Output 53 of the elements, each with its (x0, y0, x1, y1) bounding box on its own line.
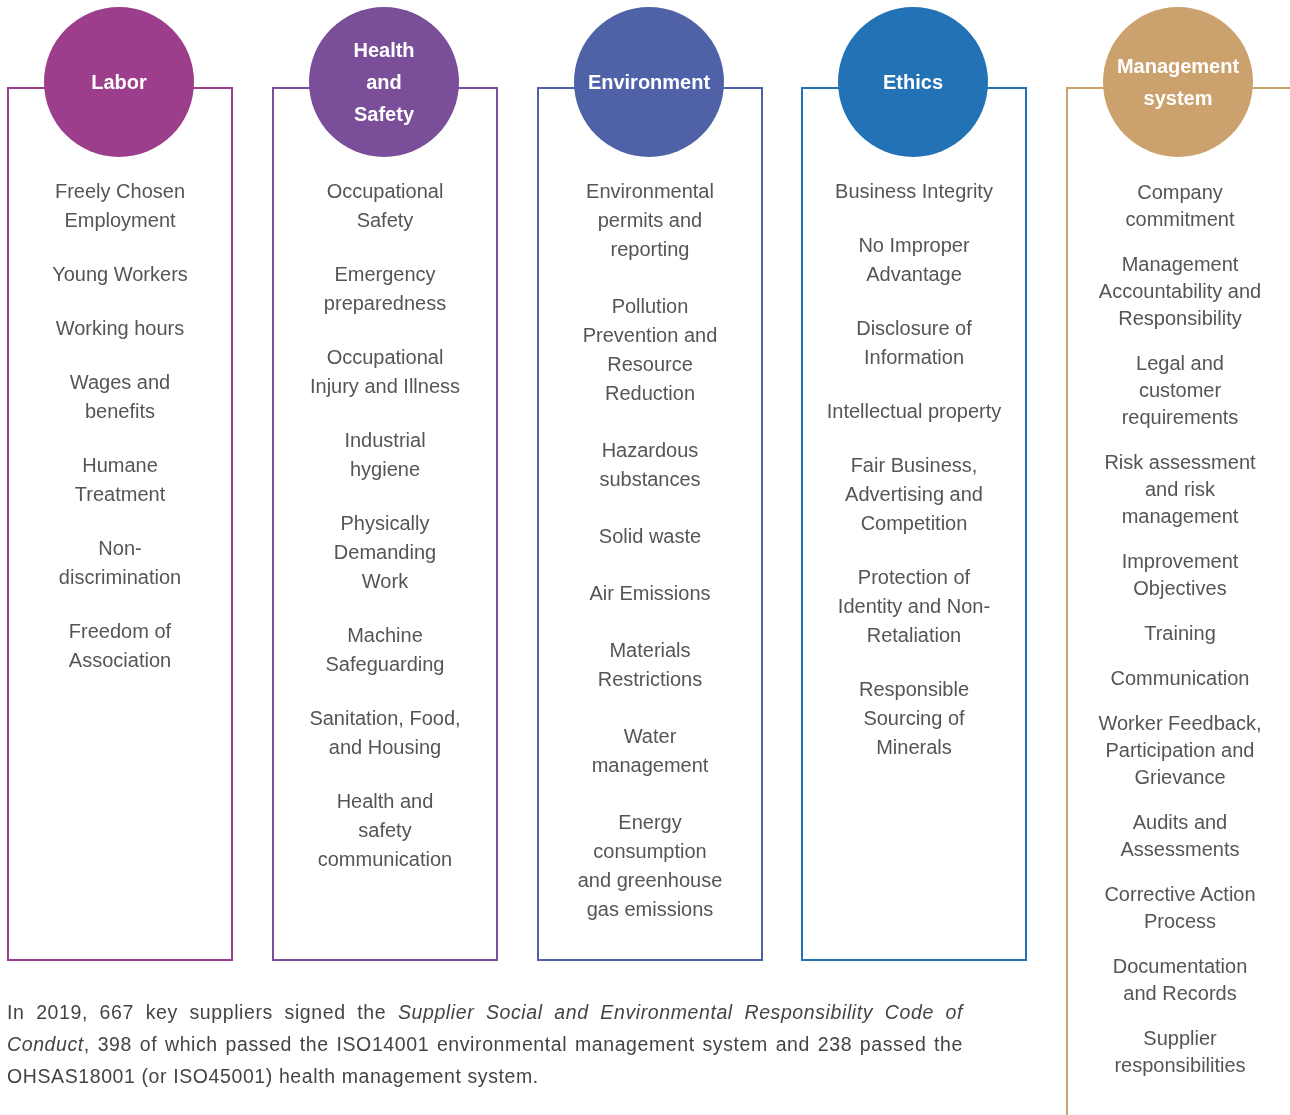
requirement-item: Management Accountability and Responsibility (1097, 252, 1263, 331)
caption-paragraph: In 2019, 667 key suppliers signed the Supplier Social and Environmental Responsibility Code of Conduct, 398 of which passed the ISO14001 environmental management system and 238 passed the OHSAS18001 (or ISO45001) health management system. (7, 1000, 963, 1089)
category-heading: Management system (1115, 54, 1241, 111)
requirement-item: Non-discrimination (57, 536, 183, 590)
requirement-item: Occupational Injury and Illness (308, 345, 462, 399)
requirement-item: Company commitment (1124, 180, 1236, 232)
category-panel (1066, 87, 1290, 1115)
requirement-item: Pollution Prevention and Resource Reduction (581, 294, 719, 406)
requirement-item: Documentation and Records (1111, 954, 1249, 1006)
requirement-item: Freely Chosen Employment (53, 179, 187, 233)
requirement-item: Corrective Action Process (1103, 882, 1257, 934)
requirement-item: Working hours (54, 316, 186, 341)
requirement-item: Physically Demanding Work (332, 511, 438, 594)
requirement-item: Occupational Safety (325, 179, 445, 233)
requirement-item: Health and safety communication (316, 789, 454, 872)
requirement-item: Communication (1109, 666, 1251, 691)
requirement-item: Risk assessment and risk management (1103, 450, 1257, 529)
requirement-item: Energy consumption and greenhouse gas emissions (576, 810, 724, 922)
requirement-item: Humane Treatment (73, 453, 167, 507)
category-heading: Ethics (883, 70, 943, 95)
requirement-item: Sanitation, Food, and Housing (308, 706, 462, 760)
requirement-item: Audits and Assessments (1119, 810, 1241, 862)
requirement-item: Worker Feedback, Participation and Grievance (1097, 711, 1263, 790)
requirement-item: No Improper Advantage (857, 233, 971, 287)
requirement-item: Intellectual property (825, 399, 1003, 424)
requirement-item: Air Emissions (588, 581, 712, 606)
requirement-item: Responsible Sourcing of Minerals (857, 677, 971, 760)
requirement-item: Wages and benefits (68, 370, 172, 424)
requirement-item: Environmental permits and reporting (585, 179, 715, 262)
requirement-item: Business Integrity (834, 179, 994, 204)
requirement-item: Fair Business, Advertising and Competition (844, 453, 984, 536)
category-heading: Labor (91, 70, 147, 95)
category-panel (537, 87, 763, 961)
requirement-item: Young Workers (51, 262, 189, 287)
category-panel (801, 87, 1027, 961)
requirement-item: Freedom of Association (67, 619, 173, 673)
requirement-item: Training (1143, 621, 1217, 646)
requirement-item: Protection of Identity and Non-Retaliation (836, 565, 992, 648)
category-panel (7, 87, 233, 961)
requirement-item: Supplier responsibilities (1113, 1026, 1247, 1078)
requirement-item: Machine Safeguarding (324, 623, 446, 677)
requirement-item: Emergency preparedness (322, 262, 448, 316)
requirement-item: Solid waste (597, 524, 703, 549)
requirement-item: Industrial hygiene (343, 428, 427, 482)
category-heading: Environment (587, 70, 711, 95)
requirement-item: Disclosure of Information (855, 316, 973, 370)
category-panel (272, 87, 498, 961)
requirement-item: Improvement Objectives (1120, 549, 1240, 601)
requirement-item: Water management (590, 724, 710, 778)
requirement-item: Materials Restrictions (596, 638, 704, 692)
requirement-item: Hazardous substances (598, 438, 702, 492)
category-heading: Health and Safety (352, 38, 416, 127)
requirement-item: Legal and customer requirements (1120, 351, 1240, 430)
